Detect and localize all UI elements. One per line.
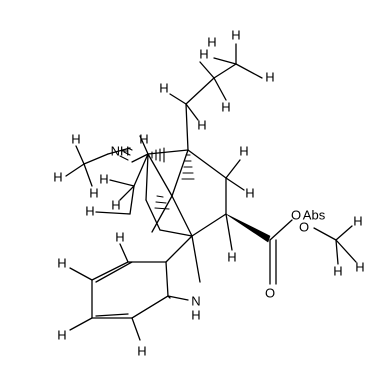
label-h: H [231, 27, 240, 42]
label-h: H [197, 117, 206, 132]
label-h: H [71, 131, 80, 146]
atom-labels: H H H H H H H H H H H NH H H H H H H H H… [53, 27, 364, 358]
label-h: H [227, 249, 236, 264]
methylamine-group [65, 145, 149, 215]
label-h: H [57, 255, 66, 270]
label-h: H [115, 229, 124, 244]
label-h: H [89, 185, 98, 200]
hashed-bonds [119, 147, 195, 210]
label-h: H [139, 131, 148, 146]
label-h: H [245, 185, 254, 200]
label-h: H [85, 203, 94, 218]
label-h: H [239, 143, 248, 158]
label-h: H [159, 80, 168, 95]
label-o: O [265, 285, 275, 300]
cage-bonds [131, 135, 245, 237]
label-h: H [353, 213, 362, 228]
label-abs: Abs [303, 207, 326, 222]
label-h: H [221, 99, 230, 114]
label-h: H [355, 259, 364, 274]
label-h: H [99, 171, 108, 186]
label-h: H [333, 263, 342, 278]
label-h: H [265, 69, 274, 84]
label-h: H [199, 46, 208, 61]
label-h: H [137, 343, 146, 358]
label-h: H [191, 307, 200, 322]
label-h: H [53, 169, 62, 184]
label-n-h: N [191, 293, 200, 308]
label-h: H [111, 197, 120, 212]
label-h: H [57, 327, 66, 342]
propyl-chain [169, 43, 263, 151]
label-o: O [299, 219, 309, 234]
indoline-ring [69, 235, 201, 341]
ester-group [225, 213, 357, 285]
label-h: H [207, 34, 216, 49]
label-o: O [291, 207, 301, 222]
label-nh: NH [111, 143, 130, 158]
